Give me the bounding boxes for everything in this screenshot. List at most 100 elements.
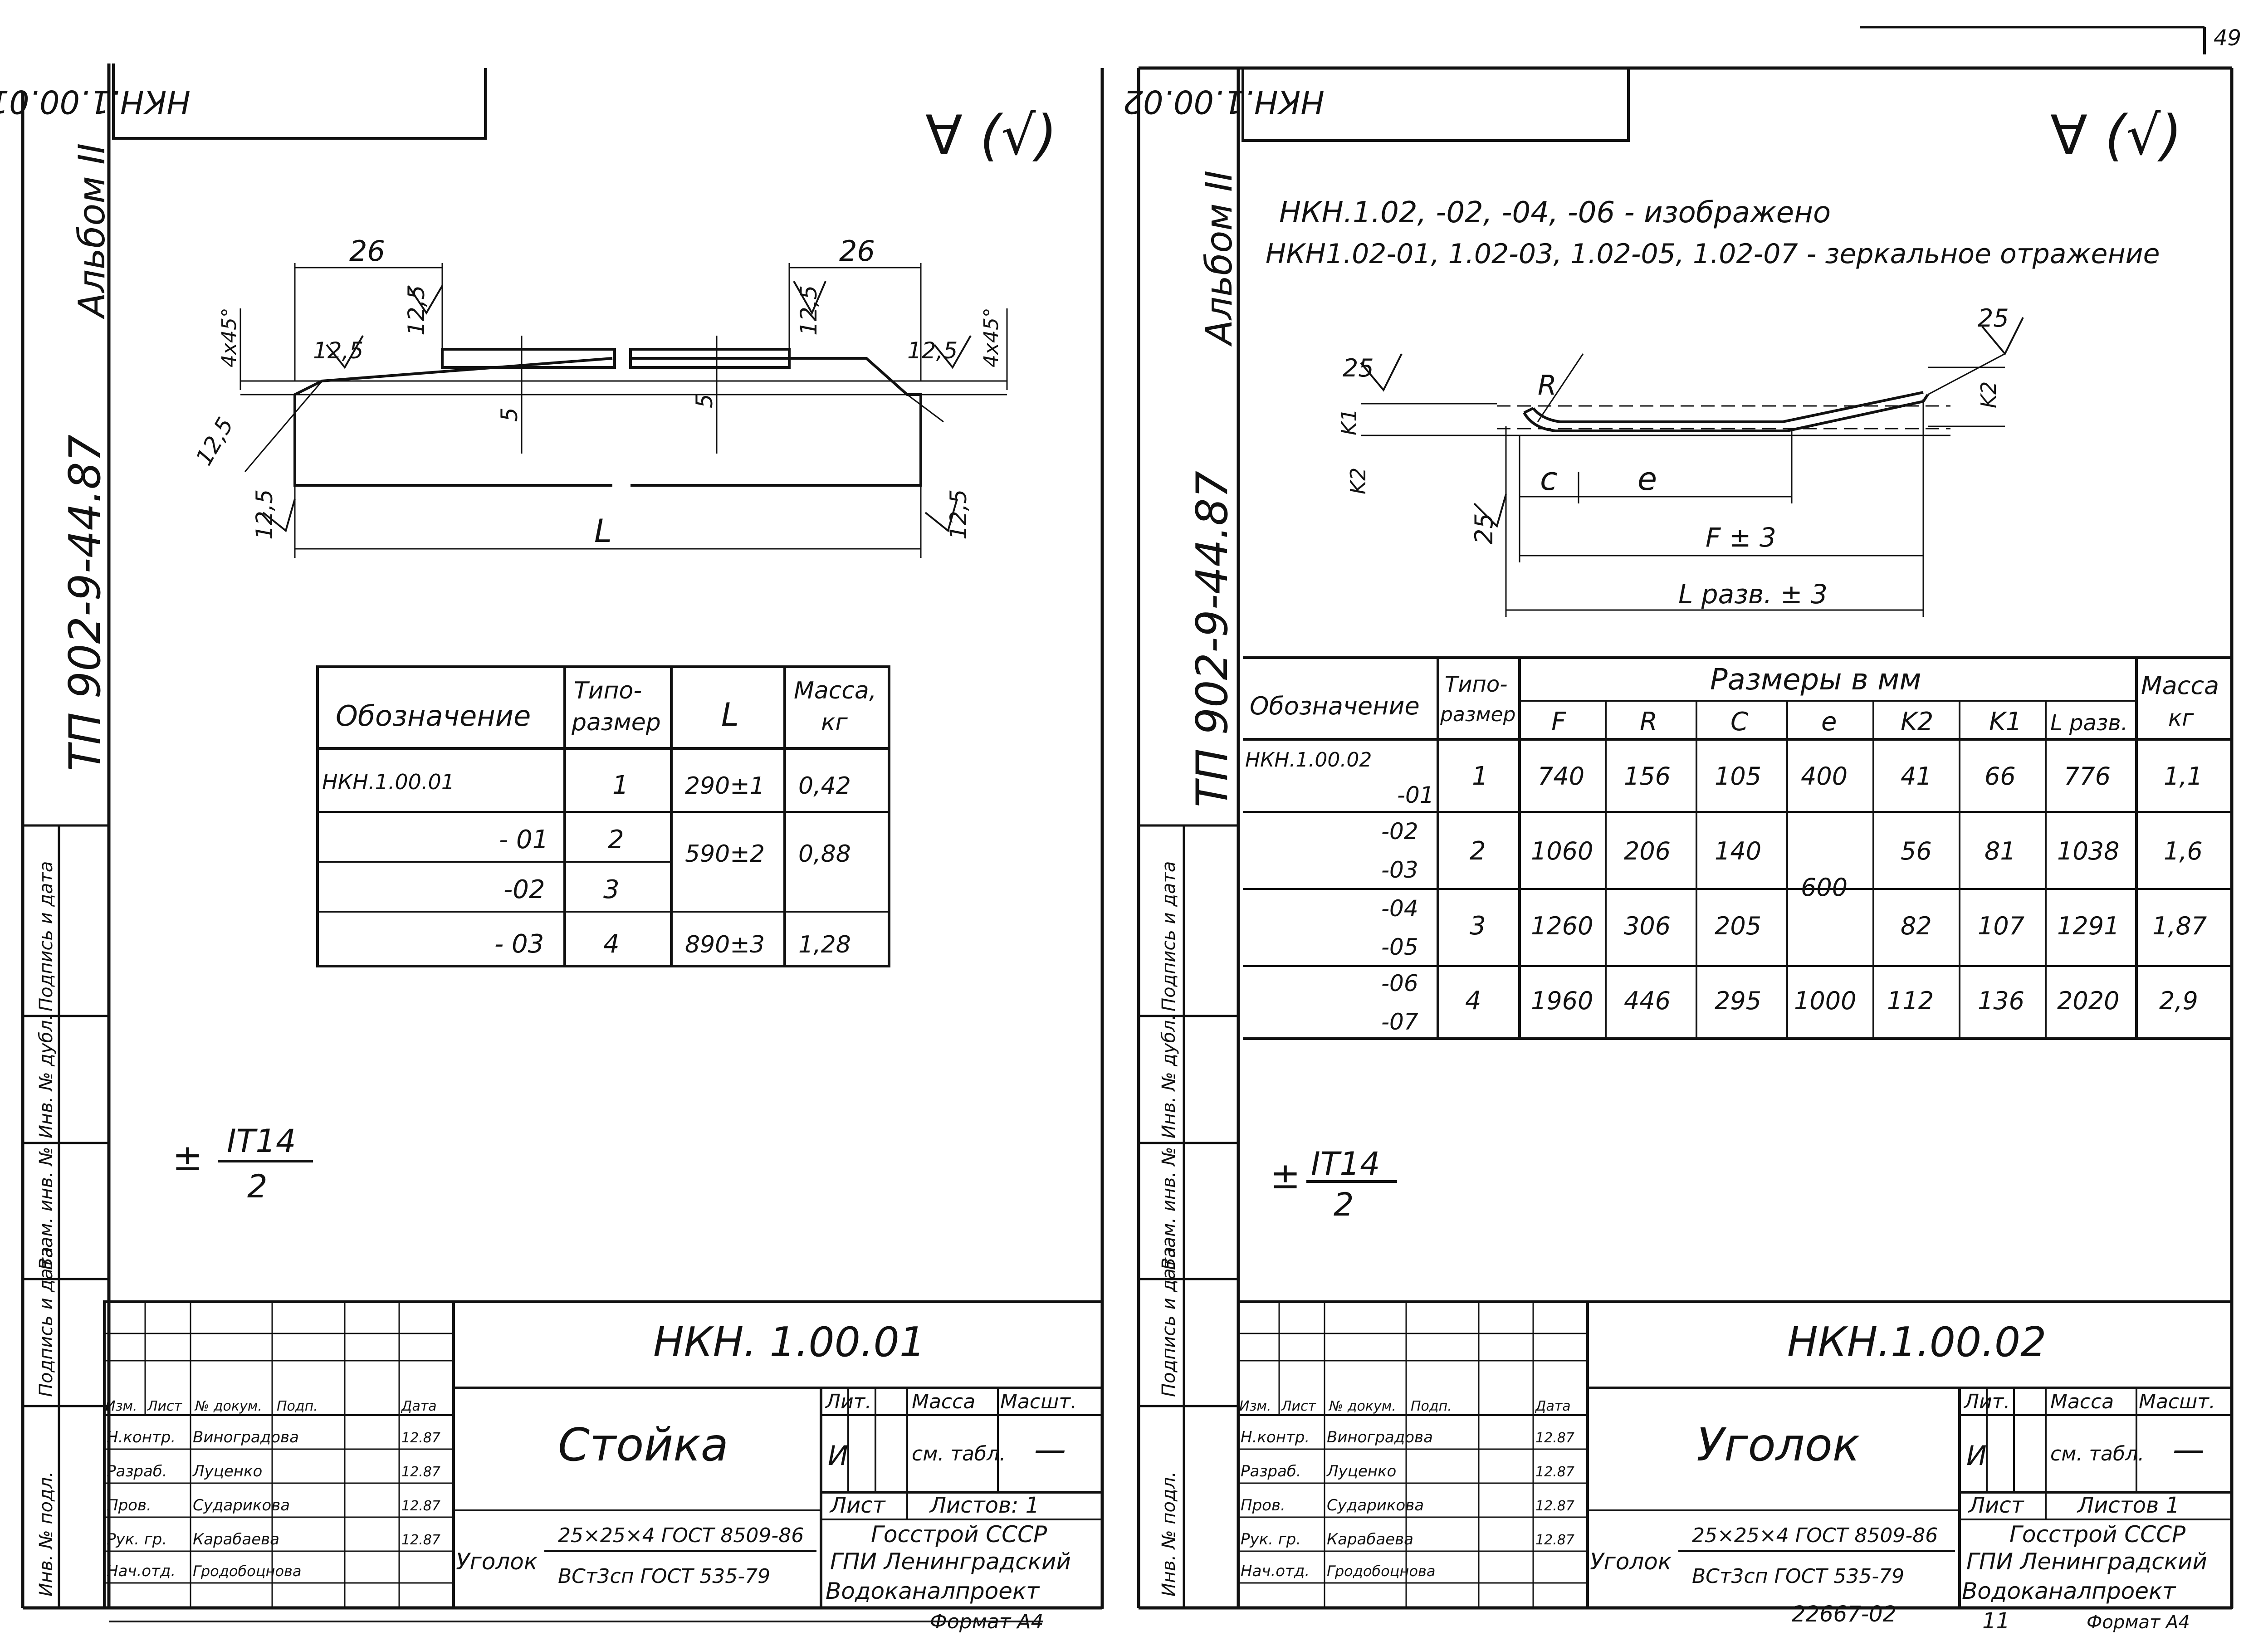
left-staff2-role: Пров. [107,1496,152,1514]
right-row2-type: 3 [1470,911,1486,941]
right-row0-L: 776 [2064,762,2111,791]
left-tb-material-bottom: ВСт3сп ГОСТ 535-79 [558,1565,770,1588]
right-row3-name2: -07 [1381,1009,1418,1035]
right-th-name: Обозначение [1250,692,1420,720]
right-staff2-date: 12.87 [1535,1498,1574,1514]
left-sheet: НКН.1.00.01 Альбом II ТП 902-9-44.87 Инв… [0,63,1104,1633]
left-tb-staff-h0: Изм. [105,1398,137,1414]
right-row1-mass: 1,6 [2164,837,2203,865]
right-dim-c: c [1540,460,1558,498]
right-side-label-4: Подпись и дата [1158,861,1179,1011]
left-dim-r5: 12,5 [191,413,239,470]
right-staff1-name: Луценко [1326,1462,1396,1480]
left-staff1-role: Разраб. [107,1462,167,1480]
right-tb-org3: Водоканалпроект [1962,1578,2176,1604]
right-row2-mass: 1,87 [2152,912,2207,940]
left-dim-r1: 12,5 [313,337,363,364]
right-staff2-name: Сударикова [1327,1496,1424,1514]
right-dim-R: R [1538,370,1557,401]
right-project-label: ТП 902-9-44.87 [1188,471,1237,807]
left-dim-r3: 12,5 [796,285,822,336]
right-staff3-name: Карабаева [1327,1530,1413,1548]
right-tb-material-bottom: ВСт3сп ГОСТ 535-79 [1692,1565,1904,1588]
left-part-drawing [240,263,1008,558]
right-row0-C: 105 [1715,762,1761,791]
left-side-label-3: Инв. № дубл. [36,1014,57,1138]
right-th-col-C: C [1730,707,1748,737]
left-staff4-role: Нач.отд. [107,1562,176,1580]
right-row3-R: 446 [1624,986,1671,1015]
right-note-1: НКН.1.02, -02, -04, -06 - изображено [1279,196,1831,230]
right-th-dims: Размеры в мм [1710,663,1921,697]
left-row2-name: -02 [503,875,545,904]
right-tb-sheets-h: Листов 1 [2077,1493,2180,1518]
left-project-label: ТП 902-9-44.87 [60,435,110,771]
right-th-col-K1: K1 [1989,707,2022,737]
left-tb-staff-h4: Дата [401,1398,437,1414]
right-dim-25c: 25 [1978,304,2009,332]
right-row3-C: 295 [1715,986,1761,1015]
right-row1-type: 2 [1470,836,1486,866]
left-tb-staff-h3: Подп. [277,1398,318,1414]
left-staff3-role: Рук. гр. [107,1530,167,1548]
left-dim-c1: 4x45° [218,308,241,367]
right-staff0-date: 12.87 [1535,1430,1574,1446]
bottom-num: 11 [1982,1608,2010,1634]
right-th-type2: размер [1440,703,1515,726]
left-dim-r7: 12,5 [945,489,972,540]
right-tolerance-sign: ± [1270,1155,1300,1197]
left-staff0-role: Н.контр. [107,1428,176,1446]
right-dim-K2b: K2 [1976,381,2001,408]
left-dim-L: L [594,513,612,550]
left-row1-type: 2 [608,825,624,855]
right-row1-K1: 81 [1984,837,2016,865]
left-row3-name: - 03 [494,929,544,959]
right-row0-name1: НКН.1.00.02 [1245,748,1372,772]
right-size-table [1243,656,2232,1040]
right-roughness-symbol: ∀ (√) [2050,104,2182,167]
left-side-label-2: Взам. инв. № [36,1147,57,1270]
left-tb-lit-h: Лит. [825,1390,871,1413]
right-tb-format: Формат А4 [2087,1612,2190,1633]
right-tb-mass-h: Масса [2050,1390,2114,1413]
left-th-mass2: кг [821,709,848,736]
left-tolerance-num: IT14 [227,1123,296,1160]
left-tb-sheets-h: Листов: 1 [929,1493,1039,1518]
left-tb-mass-h: Масса [912,1390,975,1413]
right-row3-F: 1960 [1531,986,1593,1015]
right-tb-staff-h3: Подп. [1411,1398,1452,1414]
right-row0-type: 1 [1472,762,1488,791]
left-row1-mass: 0,88 [798,840,851,868]
right-staff1-role: Разраб. [1241,1462,1301,1480]
left-dim-t1: 5 [496,407,523,422]
right-row0-K2: 41 [1901,762,1932,791]
right-row3-name1: -06 [1381,970,1418,996]
left-tb-sheet-h: Лист [829,1493,886,1518]
left-dim-c2: 4x45° [980,308,1003,367]
right-tb-staff-h0: Изм. [1239,1398,1271,1414]
left-row0-name: НКН.1.00.01 [322,770,455,794]
left-row0-L: 290±1 [685,772,765,800]
right-side-label-0: Инв. № подл. [1158,1471,1179,1597]
right-staff3-role: Рук. гр. [1241,1530,1301,1548]
right-th-col-K2: K2 [1901,707,1933,737]
left-staff3-name: Карабаева [193,1530,279,1548]
right-tb-lit: И [1966,1440,1987,1472]
left-row3-mass: 1,28 [798,931,851,958]
right-row0-e: 400 [1801,762,1848,791]
left-tb-scale-h: Масшт. [1000,1390,1077,1413]
right-row3-mass: 2,9 [2159,986,2198,1015]
left-staff2-date: 12.87 [401,1498,440,1514]
left-tolerance-sign: ± [172,1137,203,1179]
left-roughness-symbol: ∀ (√) [925,104,1057,167]
right-side-label-2: Взам. инв. № [1158,1147,1179,1270]
right-dim-Lraz: L разв. ± 3 [1678,579,1828,610]
left-tb-lit: И [828,1440,848,1472]
right-tb-sheet-h: Лист [1968,1493,2025,1518]
right-row0-K1: 66 [1984,762,2016,791]
right-tb-scale: — [2173,1431,2204,1468]
right-dim-25b: 25 [1470,513,1498,544]
right-row1-F: 1060 [1531,837,1593,865]
left-side-label-1: Подпись и дата [36,1247,57,1397]
